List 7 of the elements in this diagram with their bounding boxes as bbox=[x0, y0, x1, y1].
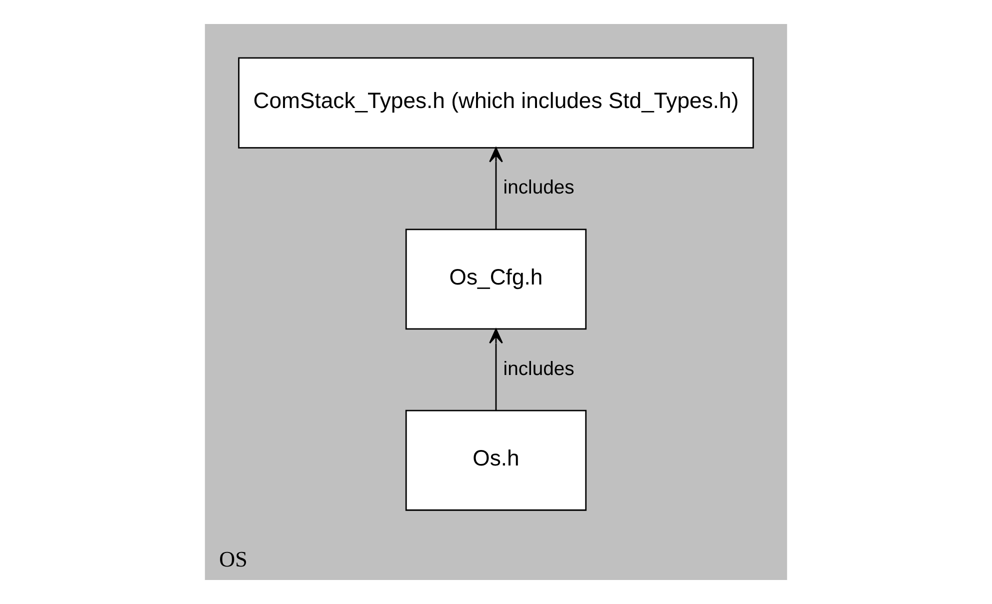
edge-label: includes bbox=[503, 358, 574, 380]
node-box: Os.h bbox=[405, 410, 587, 511]
node-box: ComStack_Types.h (which includes Std_Types.h) bbox=[238, 57, 754, 148]
edge-label: includes bbox=[503, 176, 574, 199]
node-box: Os_Cfg.h bbox=[405, 228, 587, 330]
arrow bbox=[489, 328, 503, 410]
arrow bbox=[489, 147, 503, 229]
